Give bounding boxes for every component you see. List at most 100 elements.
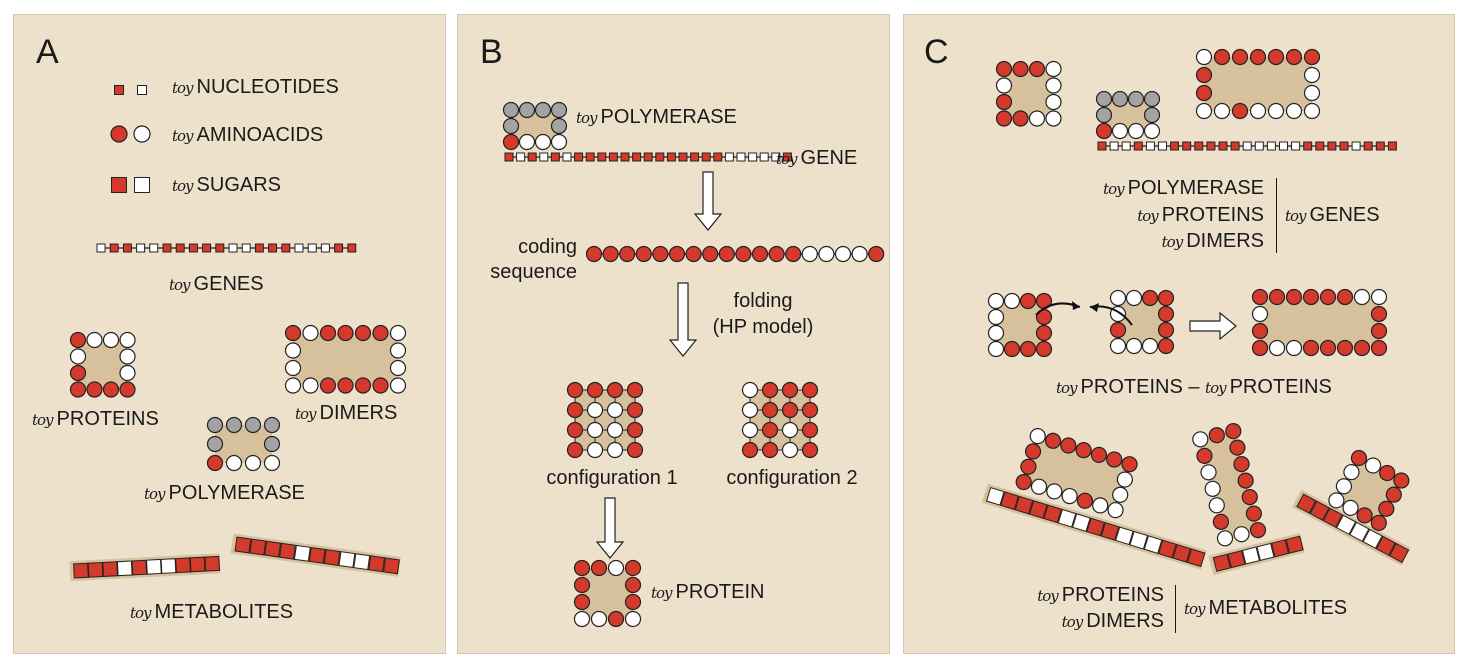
label-configuration-2: configuration 2 [726, 467, 858, 489]
label-text: PROTEINS [1161, 204, 1264, 226]
toy-polymerase-shape [502, 101, 568, 151]
sugar-legend-icon [111, 177, 150, 193]
label-text: DIMERS [1186, 230, 1264, 252]
label-text: GENES [193, 273, 264, 295]
aminoacid-legend-icon [110, 125, 151, 143]
label-text: GENES [1309, 204, 1380, 226]
configuration-1-grid [566, 381, 644, 459]
label-sequence: sequence [490, 261, 577, 283]
label-text: DIMERS [319, 402, 398, 424]
legend-label: SUGARS [196, 174, 282, 196]
toy-protein-shape [995, 60, 1062, 127]
label-text: PROTEINS [1061, 584, 1164, 606]
toy-gene-chain [96, 243, 357, 253]
panel-label: A [36, 33, 59, 71]
toy-prefix: toy [1184, 600, 1206, 618]
label-text: DIMERS [1086, 610, 1164, 632]
toy-metabolite-chain [230, 533, 401, 577]
toy-prefix: toy [172, 127, 194, 145]
right-arrow-icon [1189, 311, 1237, 341]
toy-metabolite-chain [69, 553, 221, 582]
toy-polymerase-shape [206, 416, 281, 472]
down-arrow-icon [668, 282, 698, 357]
interaction-arrows-icon [1035, 301, 1133, 326]
toy-dimer-shape [1251, 288, 1388, 357]
label-text: POLYMERASE [168, 482, 305, 504]
protein-on-metabolite [1291, 449, 1411, 566]
toy-gene-chain [1097, 141, 1397, 151]
nucleotide-legend-icon [114, 85, 147, 95]
dimer-on-metabolite [1192, 423, 1305, 576]
separator-line [1276, 178, 1277, 253]
toy-protein-shape [573, 559, 642, 628]
down-arrow-icon [595, 497, 625, 559]
toy-dimer-shape [284, 324, 407, 394]
toy-protein-shape [987, 292, 1053, 358]
toy-prefix: toy [1285, 207, 1307, 225]
toy-prefix: toy [776, 150, 798, 168]
label-text: PROTEINS [1080, 376, 1183, 398]
dimer-on-metabolite [981, 428, 1207, 570]
panel-a-graphics [69, 85, 407, 582]
toy-prefix: toy [1103, 180, 1125, 198]
toy-prefix: toy [1056, 379, 1078, 397]
label-text: POLYMERASE [600, 106, 737, 128]
coding-sequence-chain [585, 245, 885, 263]
label-text: POLYMERASE [1127, 177, 1264, 199]
label-text: PROTEIN [675, 581, 765, 603]
toy-gene-chain [504, 152, 792, 162]
toy-polymerase-shape [1095, 90, 1161, 140]
toy-prefix: toy [172, 177, 194, 195]
toy-protein-shape [69, 331, 136, 398]
toy-prefix: toy [144, 485, 166, 503]
separator-line [1175, 585, 1176, 633]
toy-prefix: toy [32, 411, 54, 429]
toy-prefix: toy [169, 276, 191, 294]
toy-prefix: toy [576, 109, 598, 127]
label-text: PROTEINS [1229, 376, 1332, 398]
label-text: GENE [800, 147, 858, 169]
label-coding: coding [518, 236, 577, 258]
configuration-2-grid [741, 381, 819, 459]
toy-prefix: toy [1161, 233, 1184, 251]
panel-b-graphics [502, 101, 885, 628]
toy-prefix: toy [172, 79, 194, 97]
toy-dimer-shape [1195, 48, 1321, 120]
panel-label: C [924, 33, 949, 71]
panel-label: B [480, 33, 503, 71]
down-arrow-icon [693, 171, 723, 231]
toy-prefix: toy [1037, 587, 1059, 605]
label-hp-model: (HP model) [712, 316, 814, 338]
toy-prefix: toy [1137, 207, 1159, 225]
panel-c-graphics [981, 48, 1411, 576]
dash: – [1188, 376, 1200, 398]
toy-protein-shape [1109, 289, 1175, 355]
label-text: METABOLITES [1208, 597, 1348, 619]
toy-prefix: toy [130, 604, 152, 622]
label-text: PROTEINS [56, 408, 159, 430]
toy-prefix: toy [1061, 613, 1084, 631]
label-folding: folding [733, 290, 793, 312]
toy-prefix: toy [1205, 379, 1227, 397]
legend-label: NUCLEOTIDES [196, 76, 339, 98]
